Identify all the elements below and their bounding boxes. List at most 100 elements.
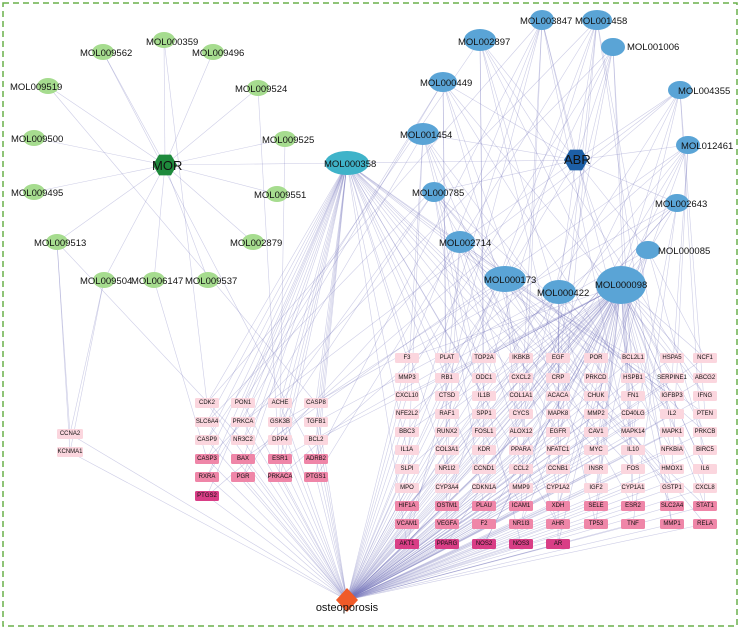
target-node[interactable]	[509, 427, 533, 437]
target-node[interactable]	[509, 464, 533, 474]
target-node[interactable]	[304, 472, 328, 482]
target-node[interactable]	[584, 353, 608, 363]
mor-compound-node[interactable]	[274, 131, 296, 147]
target-node[interactable]	[57, 447, 83, 457]
target-node[interactable]	[395, 501, 419, 511]
target-node[interactable]	[231, 472, 255, 482]
target-node[interactable]	[195, 491, 219, 501]
target-node[interactable]	[435, 464, 459, 474]
target-node[interactable]	[660, 391, 684, 401]
target-node[interactable]	[268, 454, 292, 464]
target-node[interactable]	[546, 464, 570, 474]
abr-compound-node[interactable]	[422, 182, 446, 202]
target-node[interactable]	[621, 501, 645, 511]
target-node[interactable]	[395, 391, 419, 401]
target-node[interactable]	[435, 373, 459, 383]
abr-compound-node[interactable]	[582, 10, 612, 30]
target-node[interactable]	[195, 454, 219, 464]
mor-compound-node[interactable]	[37, 78, 59, 94]
target-node[interactable]	[231, 417, 255, 427]
target-node[interactable]	[509, 519, 533, 529]
target-node[interactable]	[472, 519, 496, 529]
target-node[interactable]	[395, 464, 419, 474]
target-node[interactable]	[509, 501, 533, 511]
herb-hub-node[interactable]	[153, 154, 177, 176]
target-node[interactable]	[395, 427, 419, 437]
abr-compound-node[interactable]	[668, 81, 692, 99]
shared-compound-node[interactable]	[325, 151, 369, 175]
target-node[interactable]	[546, 409, 570, 419]
mor-compound-node[interactable]	[143, 272, 165, 288]
target-node[interactable]	[546, 391, 570, 401]
target-node[interactable]	[660, 464, 684, 474]
target-node[interactable]	[660, 409, 684, 419]
target-node[interactable]	[231, 398, 255, 408]
target-node[interactable]	[268, 398, 292, 408]
mor-compound-node[interactable]	[266, 186, 288, 202]
target-node[interactable]	[472, 483, 496, 493]
target-node[interactable]	[693, 391, 717, 401]
target-node[interactable]	[509, 445, 533, 455]
target-node[interactable]	[509, 353, 533, 363]
mor-compound-node[interactable]	[46, 234, 68, 250]
target-node[interactable]	[546, 483, 570, 493]
abr-compound-node[interactable]	[601, 38, 625, 56]
target-node[interactable]	[584, 409, 608, 419]
target-node[interactable]	[584, 391, 608, 401]
target-node[interactable]	[395, 539, 419, 549]
mor-compound-node[interactable]	[23, 184, 45, 200]
abr-compound-node[interactable]	[530, 10, 554, 30]
mor-compound-node[interactable]	[247, 80, 269, 96]
target-node[interactable]	[435, 353, 459, 363]
target-node[interactable]	[395, 483, 419, 493]
target-node[interactable]	[693, 483, 717, 493]
target-node[interactable]	[660, 427, 684, 437]
target-node[interactable]	[660, 483, 684, 493]
target-node[interactable]	[660, 353, 684, 363]
target-node[interactable]	[395, 353, 419, 363]
target-node[interactable]	[584, 464, 608, 474]
target-node[interactable]	[660, 519, 684, 529]
target-node[interactable]	[472, 353, 496, 363]
target-node[interactable]	[472, 373, 496, 383]
target-node[interactable]	[546, 353, 570, 363]
target-node[interactable]	[509, 391, 533, 401]
target-node[interactable]	[509, 409, 533, 419]
disease-node[interactable]	[336, 588, 358, 612]
target-node[interactable]	[435, 519, 459, 529]
target-node[interactable]	[304, 454, 328, 464]
target-node[interactable]	[472, 391, 496, 401]
target-node[interactable]	[472, 409, 496, 419]
target-node[interactable]	[304, 417, 328, 427]
target-node[interactable]	[195, 472, 219, 482]
mor-compound-node[interactable]	[93, 272, 115, 288]
target-node[interactable]	[509, 483, 533, 493]
target-node[interactable]	[509, 539, 533, 549]
mor-compound-node[interactable]	[242, 234, 264, 250]
abr-compound-node[interactable]	[407, 123, 439, 145]
target-node[interactable]	[584, 483, 608, 493]
target-node[interactable]	[693, 464, 717, 474]
target-node[interactable]	[693, 501, 717, 511]
target-node[interactable]	[472, 445, 496, 455]
target-node[interactable]	[395, 445, 419, 455]
target-node[interactable]	[621, 391, 645, 401]
target-node[interactable]	[693, 373, 717, 383]
target-node[interactable]	[546, 373, 570, 383]
target-node[interactable]	[195, 435, 219, 445]
target-node[interactable]	[472, 427, 496, 437]
target-node[interactable]	[268, 435, 292, 445]
target-node[interactable]	[435, 391, 459, 401]
target-node[interactable]	[435, 501, 459, 511]
abr-compound-node[interactable]	[665, 194, 689, 212]
abr-compound-node[interactable]	[429, 72, 457, 92]
target-node[interactable]	[621, 483, 645, 493]
target-node[interactable]	[435, 409, 459, 419]
target-node[interactable]	[231, 435, 255, 445]
target-node[interactable]	[660, 501, 684, 511]
mor-compound-node[interactable]	[92, 44, 114, 60]
target-node[interactable]	[660, 445, 684, 455]
target-node[interactable]	[268, 472, 292, 482]
target-node[interactable]	[509, 373, 533, 383]
abr-compound-node[interactable]	[445, 231, 475, 253]
